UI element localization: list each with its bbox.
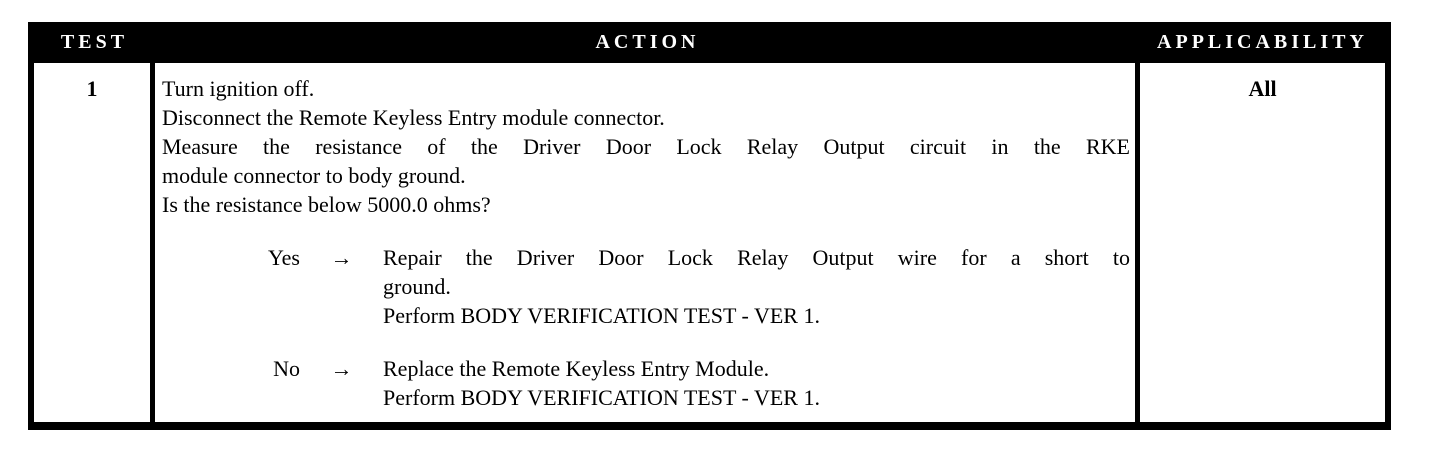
yes-branch: Yes → Repair the Driver Door Lock Relay …	[162, 243, 1130, 330]
branch-instruction-line: ground.	[383, 274, 451, 299]
no-branch-instructions: Replace the Remote Keyless Entry Module.…	[383, 354, 1130, 412]
action-cell: Turn ignition off. Disconnect the Remote…	[155, 63, 1140, 422]
right-arrow-icon: →	[330, 356, 353, 381]
branch-instruction-line: Repair the Driver Door Lock Relay Output…	[383, 245, 1130, 270]
branch-instruction-line: Perform BODY VERIFICATION TEST - VER 1.	[383, 385, 820, 410]
answer-label-yes: Yes	[267, 245, 300, 270]
diagnostic-test-table: TEST ACTION APPLICABILITY 1 Turn ignitio…	[28, 22, 1391, 430]
yes-branch-instructions: Repair the Driver Door Lock Relay Output…	[383, 243, 1130, 330]
branch-instruction-line: Perform BODY VERIFICATION TEST - VER 1.	[383, 303, 820, 328]
table-row: 1 Turn ignition off. Disconnect the Remo…	[34, 63, 1385, 422]
action-step-line: Turn ignition off.	[162, 76, 315, 101]
branch-instruction-line: Replace the Remote Keyless Entry Module.	[383, 356, 770, 381]
test-number-cell: 1	[34, 63, 155, 422]
action-step-line: module connector to body ground.	[162, 163, 466, 188]
no-branch: No → Replace the Remote Keyless Entry Mo…	[162, 354, 1130, 412]
action-step-line: Disconnect the Remote Keyless Entry modu…	[162, 105, 665, 130]
action-step-line: Measure the resistance of the Driver Doo…	[162, 134, 1130, 159]
action-question-line: Is the resistance below 5000.0 ohms?	[162, 192, 491, 217]
header-cell-applicability: APPLICABILITY	[1157, 31, 1368, 53]
answer-label-no: No	[273, 356, 300, 381]
applicability-cell: All	[1248, 76, 1277, 101]
right-arrow-icon: →	[330, 245, 353, 270]
header-cell-test: TEST	[60, 31, 129, 53]
table-header-row: TEST ACTION APPLICABILITY	[34, 22, 1385, 63]
header-cell-action: ACTION	[595, 31, 700, 53]
